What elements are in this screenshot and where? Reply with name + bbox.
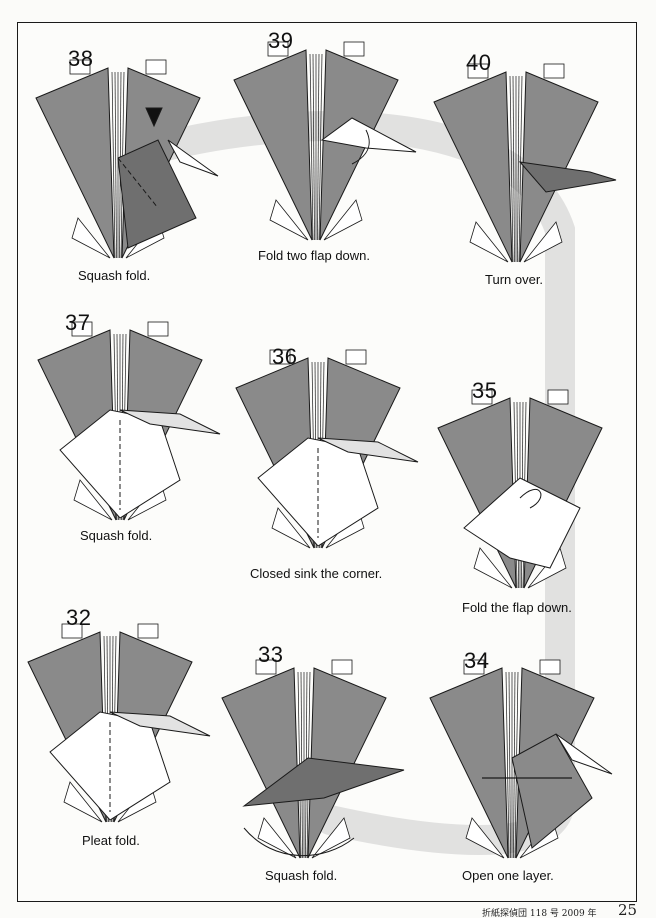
left-wing — [221, 667, 301, 859]
back-tab-left — [255, 659, 277, 675]
back-tab-right — [539, 659, 561, 675]
flap-point — [555, 733, 613, 775]
back-tab-right — [331, 659, 353, 675]
bottom-point-right — [523, 221, 563, 263]
figure-step-34 — [429, 659, 613, 859]
bottom-point-right — [527, 547, 567, 589]
step-caption-38: Squash fold. — [78, 268, 151, 283]
footer-publication-text: 折紙探偵団 118 号 2009 年 — [482, 909, 597, 919]
back-tab-left — [471, 389, 493, 405]
flap-point — [119, 409, 221, 435]
step-number-37: 37 — [65, 310, 91, 335]
center-crease — [505, 671, 510, 859]
figure-step-35 — [437, 389, 603, 589]
step-number-33: 33 — [258, 642, 284, 667]
step-number-34: 34 — [464, 648, 490, 673]
fold-arrow-icon — [351, 129, 370, 165]
page-number: 25 — [618, 901, 638, 919]
back-tab-left — [269, 349, 291, 365]
step-caption-39: Fold two flap down. — [258, 248, 371, 263]
figure-step-33 — [221, 659, 405, 859]
figure-step-37 — [37, 321, 221, 521]
bottom-point-left — [465, 817, 505, 859]
left-wing — [433, 71, 513, 263]
center-crease — [517, 75, 520, 263]
center-crease — [111, 71, 116, 259]
center-crease — [508, 671, 511, 859]
figure-step-32 — [27, 623, 211, 823]
left-wing — [429, 667, 509, 859]
bottom-point-left — [73, 479, 113, 521]
left-wing — [35, 67, 115, 259]
bottom-point-left — [63, 781, 103, 823]
step-number-38: 38 — [68, 46, 94, 71]
flap-point — [109, 711, 211, 737]
center-crease — [512, 75, 515, 263]
bottom-point-left — [257, 817, 297, 859]
push-arrow-icon — [145, 107, 163, 128]
step-caption-34: Open one layer. — [462, 868, 554, 883]
center-crease — [114, 71, 117, 259]
back-tab-left — [467, 63, 489, 79]
white-flap — [463, 477, 581, 569]
bottom-point-left — [469, 221, 509, 263]
step-number-35: 35 — [472, 378, 498, 403]
back-tab-right — [137, 623, 159, 639]
small-flap — [320, 117, 417, 153]
bottom-point-left — [271, 507, 311, 549]
step-number-40: 40 — [466, 50, 492, 75]
fold-arrow-icon — [243, 827, 355, 856]
back-tab-right — [147, 321, 169, 337]
back-tab-left — [463, 659, 485, 675]
center-crease — [317, 53, 320, 241]
figure-step-39 — [233, 41, 417, 241]
center-crease — [312, 53, 315, 241]
step-caption-33: Squash fold. — [265, 868, 338, 883]
back-tab-right — [145, 59, 167, 75]
center-crease — [518, 75, 523, 263]
figure-step-36 — [235, 349, 419, 549]
back-tab-left — [267, 41, 289, 57]
dashed-crease — [117, 157, 159, 209]
step-caption-35: Fold the flap down. — [462, 600, 572, 615]
step-number-32: 32 — [66, 605, 92, 630]
figure-step-38 — [35, 59, 219, 259]
step-caption-36: Closed sink the corner. — [250, 566, 383, 581]
step-caption-37: Squash fold. — [80, 528, 153, 543]
left-wing — [233, 49, 313, 241]
back-tab-right — [343, 41, 365, 57]
center-crease — [509, 75, 514, 263]
flap-point — [317, 437, 419, 463]
back-tab-right — [543, 63, 565, 79]
bottom-point-left — [473, 547, 513, 589]
back-tab-right — [547, 389, 569, 405]
bottom-point-right — [323, 199, 363, 241]
back-tab-left — [61, 623, 83, 639]
center-crease — [309, 53, 314, 241]
gray-band-flap — [242, 757, 405, 807]
step-number-39: 39 — [268, 28, 294, 53]
bottom-point-left — [71, 217, 111, 259]
center-crease — [318, 53, 323, 241]
bottom-point-right — [311, 817, 351, 859]
step-caption-40: Turn over. — [485, 272, 544, 287]
step-number-36: 36 — [272, 344, 298, 369]
point-flap — [518, 161, 617, 193]
bottom-point-left — [269, 199, 309, 241]
back-tab-left — [71, 321, 93, 337]
figure-step-40 — [433, 63, 617, 263]
squash-flap — [117, 139, 197, 249]
flap-point — [167, 139, 219, 177]
back-tab-left — [69, 59, 91, 75]
step-caption-32: Pleat fold. — [82, 833, 140, 848]
back-tab-right — [345, 349, 367, 365]
big-flap — [511, 733, 593, 849]
fold-arrow-icon — [519, 488, 542, 509]
